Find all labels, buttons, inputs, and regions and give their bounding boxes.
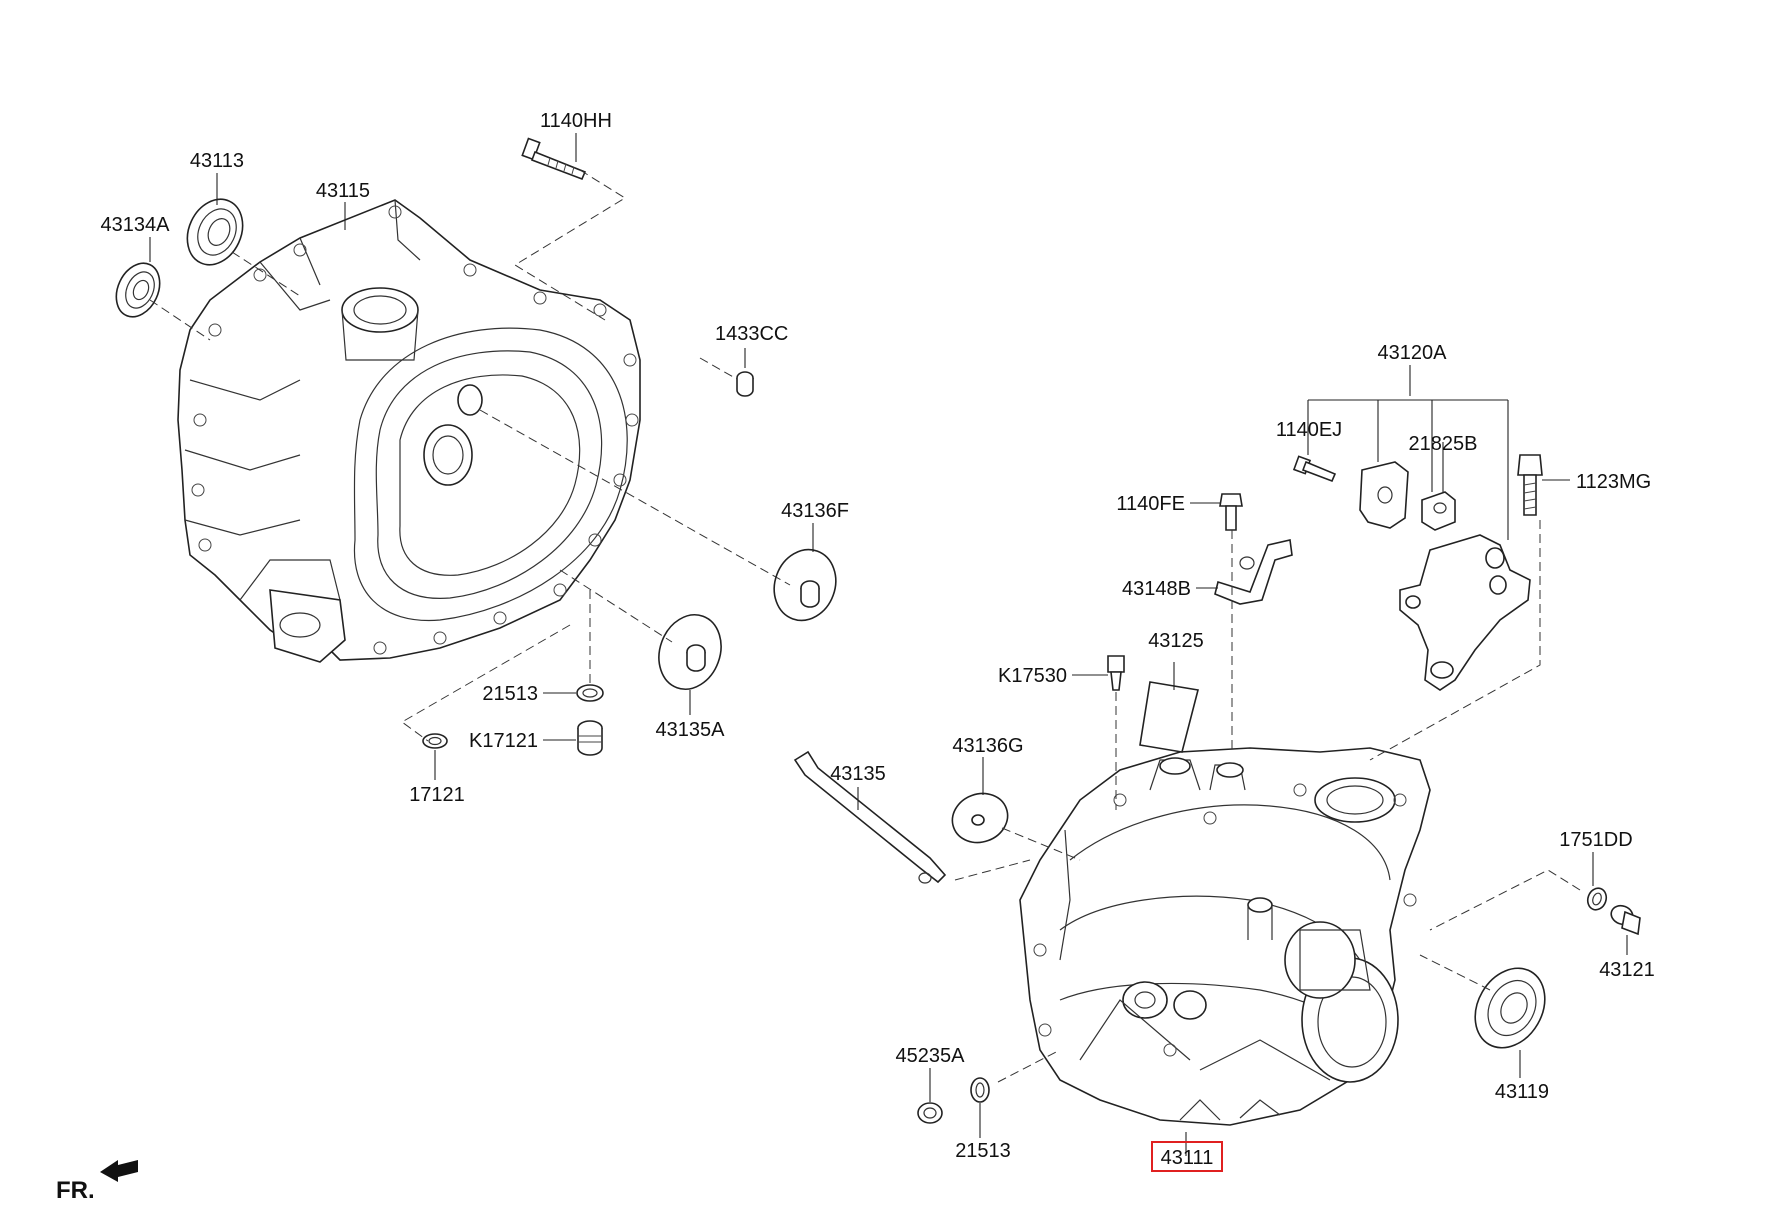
guide-43135 [793, 750, 947, 884]
magnet-plate-43135A [658, 614, 722, 690]
gasket-21513-left [576, 684, 604, 702]
callout-43119: 43119 [1495, 1081, 1549, 1103]
bolt-1140FE [1219, 493, 1243, 531]
transaxle-case-43111 [1019, 747, 1431, 1126]
callout-17121: 17121 [409, 784, 465, 806]
bracket-assembly-43120A [1399, 534, 1531, 691]
bushing-21825B [1421, 491, 1456, 531]
callout-43115: 43115 [316, 180, 370, 202]
callout-1123MG: 1123MG [1576, 471, 1651, 493]
callout-43125: 43125 [1148, 630, 1204, 652]
callout-43135: 43135 [830, 763, 886, 785]
plug-K17121 [577, 720, 603, 756]
dowel-pin-1433CC [736, 371, 754, 397]
plug-43121 [1610, 904, 1641, 936]
magnet-plate-43136F [773, 548, 837, 622]
front-label: FR. [56, 1177, 95, 1204]
callout-21513-right: 21513 [955, 1140, 1011, 1162]
leader-lines [149, 133, 1628, 1156]
callout-43111: 43111 [1161, 1147, 1214, 1169]
callout-K17530: K17530 [998, 665, 1067, 687]
callout-43148B: 43148B [1122, 578, 1191, 600]
callout-43113: 43113 [190, 150, 244, 172]
bracket-43148B [1214, 539, 1293, 605]
washer-17121 [422, 733, 448, 749]
bolt-1140HH [521, 137, 587, 181]
oil-seal-43134A [115, 262, 161, 318]
transaxle-housing-43115 [177, 199, 641, 663]
bracket-plate-43120A [1359, 461, 1409, 529]
gasket-1751DD [1586, 887, 1608, 911]
assembly-lines [149, 169, 1581, 1083]
bolt-1140EJ [1292, 455, 1337, 483]
callout-45235A: 45235A [896, 1045, 966, 1067]
callout-43136G: 43136G [952, 735, 1023, 757]
callout-labels: 1140HH 43113 43115 43134A 1433CC 43136F … [101, 110, 1655, 1172]
gasket-21513-right [970, 1077, 990, 1103]
oil-seal-43119 [1474, 967, 1546, 1049]
plug-45235A [917, 1102, 943, 1124]
callout-1140HH: 1140HH [540, 110, 612, 132]
callout-43136F: 43136F [781, 500, 849, 522]
callout-1751DD: 1751DD [1559, 829, 1632, 851]
callout-1140EJ: 1140EJ [1276, 419, 1342, 441]
callout-43120A: 43120A [1378, 342, 1448, 364]
sensor-K17530 [1107, 655, 1125, 691]
bolt-1123MG [1517, 454, 1543, 516]
callout-21825B: 21825B [1409, 433, 1478, 455]
callout-K17121: K17121 [469, 730, 538, 752]
front-arrow-icon [100, 1160, 138, 1182]
callout-1433CC: 1433CC [715, 323, 788, 345]
oil-seal-43113 [186, 198, 244, 266]
cover-plate-43125 [1139, 681, 1199, 753]
callout-43121: 43121 [1599, 959, 1655, 981]
front-direction-indicator: FR. [56, 1160, 138, 1204]
callout-21513-left: 21513 [482, 683, 538, 705]
callout-43135A: 43135A [656, 719, 726, 741]
callout-1140FE: 1140FE [1116, 493, 1185, 515]
callout-43134A: 43134A [101, 214, 171, 236]
highlight-box-43111 [1151, 1141, 1223, 1172]
magnet-plate-43136G [951, 792, 1009, 844]
